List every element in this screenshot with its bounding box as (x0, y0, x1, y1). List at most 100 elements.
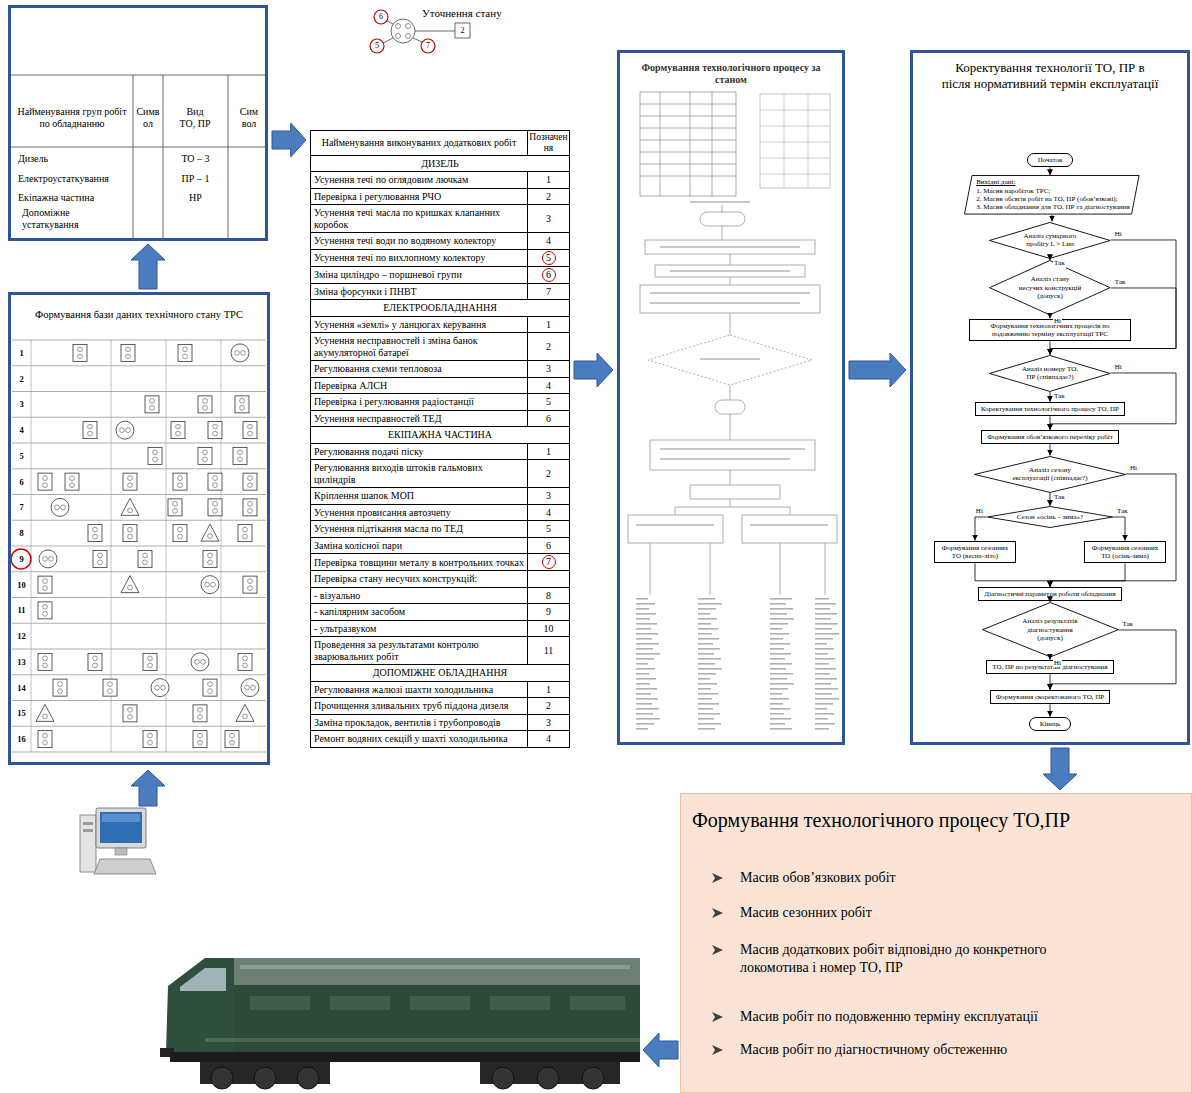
state-grid (195, 659, 200, 664)
blurred-text-bars (698, 643, 713, 645)
table-cell: 3 (528, 205, 569, 232)
state-grid (128, 707, 133, 712)
decision-diamond: Аналіз стану несучих конструкцій (допуск… (989, 260, 1111, 315)
blurred-text-bars (770, 728, 792, 730)
state-grid (236, 704, 254, 721)
blurred-flowchart (730, 254, 731, 265)
state-grid (201, 576, 219, 594)
work-code: 5 (546, 396, 551, 408)
state-grid (78, 354, 83, 359)
state-grid (43, 483, 48, 488)
blurred-flowchart (760, 158, 830, 159)
panel-heading: Найменування груп робіт по обладнанню (14, 106, 130, 130)
locomotive (570, 996, 625, 1010)
state-grid (241, 350, 246, 355)
state-grid (65, 473, 79, 490)
blurred-flowchart (730, 499, 731, 507)
state-grid (43, 656, 48, 661)
state-grid (61, 505, 66, 510)
state-grid (65, 473, 79, 490)
blurred-text-bars (636, 728, 648, 730)
state-grid (208, 499, 222, 516)
blurred-flowchart (710, 543, 711, 595)
state-grid (103, 679, 117, 696)
table-cell: Перевірка і регулювання радіостанції (311, 394, 528, 410)
panel-text: Вид ТО, ПР (179, 106, 211, 130)
state-grid (230, 740, 235, 745)
work-name: Регулювання виходів штоків гальмових цил… (314, 462, 524, 485)
block-arrow (574, 353, 613, 387)
state-grid (198, 396, 212, 413)
table-cell: 8 (528, 588, 569, 604)
blurred-flowchart (640, 152, 736, 153)
table-cell: Усунення несправностей і зміна банок аку… (311, 333, 528, 360)
blurred-text-bars (815, 693, 832, 695)
edge-label: Ні (1053, 317, 1062, 325)
panel-text: 9 (13, 553, 30, 565)
table-cell: 1 (528, 682, 569, 698)
work-name: Перевірка і регулювання РЧО (314, 191, 441, 203)
state-grid (103, 679, 117, 696)
state-grid (58, 682, 63, 687)
work-name: Регулювання схеми тепловоза (314, 363, 442, 375)
blurred-flowchart (690, 485, 780, 499)
work-code: 1 (546, 446, 551, 458)
work-name: Усунення течі по вихлопному колектору (314, 252, 485, 264)
blurred-text-bars (815, 668, 836, 670)
blurred-text-bars (636, 643, 659, 645)
table-cell: ДИЗЕЛЬ (311, 156, 569, 172)
blurred-text-bars (636, 673, 649, 675)
state-grid (203, 457, 208, 462)
locomotive (170, 1052, 640, 1062)
blurred-text-bars (770, 628, 782, 630)
work-code: 2 (546, 341, 551, 353)
section-heading: ДИЗЕЛЬ (314, 158, 566, 170)
process-box: Формування технологічних процесів по под… (969, 319, 1131, 342)
state-grid (12, 674, 266, 675)
panel-heading: Формування технологічного процесу ТО,ПР (692, 808, 1182, 832)
flow-arrow (1051, 215, 1052, 222)
flow-arrow (1050, 704, 1051, 717)
state-grid (198, 714, 203, 719)
state-grid (221, 340, 222, 752)
state-grid (240, 398, 245, 403)
state-grid (12, 468, 266, 469)
blurred-text-bars (770, 658, 785, 660)
node-text: Коректування технологічного процесу ТО, … (981, 405, 1119, 413)
table-cell: Заміна прокладок, вентилів і трубопровод… (311, 715, 528, 731)
state-grid (121, 576, 139, 593)
blurred-flowchart (628, 92, 839, 730)
state-grid (148, 740, 153, 745)
state-grid (123, 705, 137, 722)
table-cell: Усунення течі масла по кришках клапанних… (311, 205, 528, 232)
blurred-text-bars (815, 598, 829, 600)
table-cell: Кріплення шапок МОП (311, 488, 528, 504)
table-row: Заміна прокладок, вентилів і трубопровод… (311, 715, 569, 732)
blurred-text-bars (815, 718, 828, 720)
state-grid (248, 476, 253, 481)
state-grid (238, 450, 243, 455)
state-grid (225, 731, 239, 748)
process-box: Формування сезонних ТО (осінь-зима) (1084, 541, 1166, 564)
bullet-arrow (712, 908, 723, 918)
state-grid (245, 685, 250, 690)
state-grid (93, 534, 98, 539)
blurred-flowchart (640, 104, 736, 105)
state-grid (243, 527, 248, 532)
state-grid (173, 525, 187, 542)
table-cell: 3 (528, 488, 569, 504)
state-grid (176, 431, 181, 436)
flow-arrow (1050, 444, 1051, 455)
blurred-text-bars (770, 698, 789, 700)
state-grid (12, 546, 266, 547)
state-grid (143, 560, 148, 565)
state-grid (173, 473, 187, 490)
blurred-flowchart (675, 507, 676, 515)
panel-text: 10 (13, 579, 30, 591)
state-grid (203, 398, 208, 403)
state-grid (116, 421, 134, 439)
work-code: 4 (546, 733, 551, 745)
state-grid (12, 597, 266, 598)
state-grid (38, 602, 52, 619)
table-lines (228, 75, 229, 238)
